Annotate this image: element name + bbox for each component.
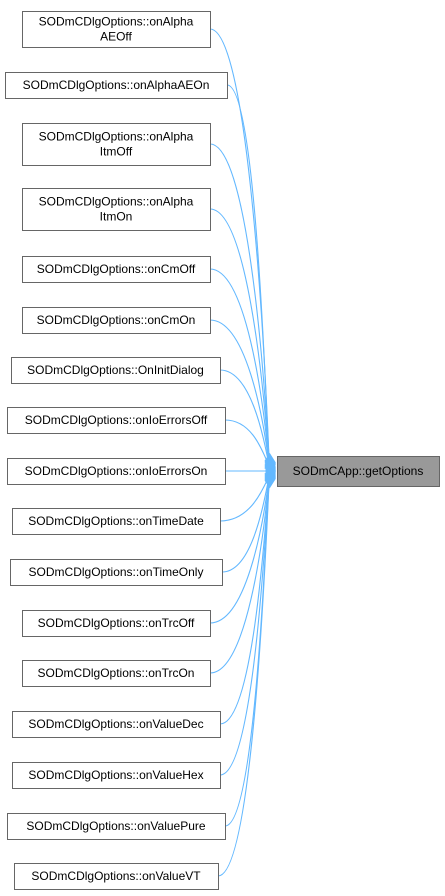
caller-node[interactable]: SODmCDlgOptions::onIoErrorsOff [7,407,226,434]
caller-node[interactable]: SODmCDlgOptions::onTrcOff [22,610,211,637]
caller-node[interactable]: SODmCDlgOptions::OnInitDialog [11,357,221,384]
caller-node-box [7,458,226,485]
caller-node[interactable]: SODmCDlgOptions::onValueHex [12,762,221,789]
caller-node-label: SODmCDlgOptions::onIoErrorsOff [25,413,208,427]
caller-node-label: ItmOn [100,210,133,224]
caller-node[interactable]: SODmCDlgOptions::onCmOff [22,256,211,283]
caller-node[interactable]: SODmCDlgOptions::onCmOn [22,307,211,334]
caller-node-label: SODmCDlgOptions::OnInitDialog [27,363,204,377]
call-edge [219,480,270,725]
call-edge [217,483,270,877]
caller-node[interactable]: SODmCDlgOptions::onTimeOnly [10,559,223,586]
caller-node[interactable]: SODmCDlgOptions::onTrcOn [22,660,211,687]
caller-node-box [22,610,211,637]
caller-node-label: SODmCDlgOptions::onAlpha [39,130,194,144]
caller-node-label: SODmCDlgOptions::onValueVT [31,869,201,883]
caller-node-label: SODmCDlgOptions::onCmOn [37,313,196,327]
call-edge [219,475,270,522]
caller-node-box [12,762,221,789]
caller-node-box [22,256,211,283]
caller-node-box [7,407,226,434]
call-edge [224,419,270,467]
call-edge [209,143,270,461]
caller-node-label: SODmCDlgOptions::onTrcOff [38,616,195,630]
target-node-box [277,456,440,487]
call-edge [209,268,270,464]
caller-node-box [5,72,228,99]
caller-node-box [14,863,219,890]
caller-node-label: SODmCDlgOptions::onValuePure [26,819,206,833]
caller-node-label: SODmCDlgOptions::onTrcOn [38,666,195,680]
node-layer: SODmCDlgOptions::onAlphaAEOffSODmCDlgOpt… [5,11,440,890]
caller-node-label: AEOff [100,30,132,44]
caller-node-label: SODmCDlgOptions::onCmOff [37,262,196,276]
target-node-label: SODmCApp::getOptions [293,464,424,478]
call-edge [209,319,270,465]
caller-node-label: ItmOff [100,145,133,159]
caller-node-label: SODmCDlgOptions::onValueDec [28,717,203,731]
edge-layer [209,28,277,877]
call-edge [219,369,270,466]
call-edge [209,208,270,462]
caller-node-label: SODmCDlgOptions::onAlphaAEOn [23,78,210,92]
caller-node-box [22,188,211,231]
caller-node-label: SODmCDlgOptions::onAlpha [39,195,194,209]
arrow-head [264,478,277,489]
caller-node-label: SODmCDlgOptions::onAlpha [39,15,194,29]
caller-node[interactable]: SODmCDlgOptions::onIoErrorsOn [7,458,226,485]
caller-node-box [10,559,223,586]
caller-node[interactable]: SODmCDlgOptions::onAlphaAEOn [5,72,228,99]
caller-node-box [7,813,226,840]
caller-node[interactable]: SODmCDlgOptions::onValuePure [7,813,226,840]
caller-node[interactable]: SODmCDlgOptions::onTimeDate [12,508,221,535]
call-edge [209,478,270,674]
caller-node-box [12,711,221,738]
caller-node[interactable]: SODmCDlgOptions::onValueDec [12,711,221,738]
call-edge [221,476,270,573]
caller-node-box [22,11,211,48]
caller-node-box [22,307,211,334]
target-node[interactable]: SODmCApp::getOptions [277,456,440,487]
caller-node-label: SODmCDlgOptions::onValueHex [28,768,203,782]
caller-node-box [11,357,221,384]
caller-node[interactable]: SODmCDlgOptions::onValueVT [14,863,219,890]
call-edge [209,477,270,624]
caller-node-box [22,123,211,166]
caller-node-label: SODmCDlgOptions::onIoErrorsOn [25,464,208,478]
caller-node-box [22,660,211,687]
caller-node-box [12,508,221,535]
caller-node-label: SODmCDlgOptions::onTimeDate [28,514,204,528]
caller-node-label: SODmCDlgOptions::onTimeOnly [29,565,204,579]
call-edge [226,84,270,460]
